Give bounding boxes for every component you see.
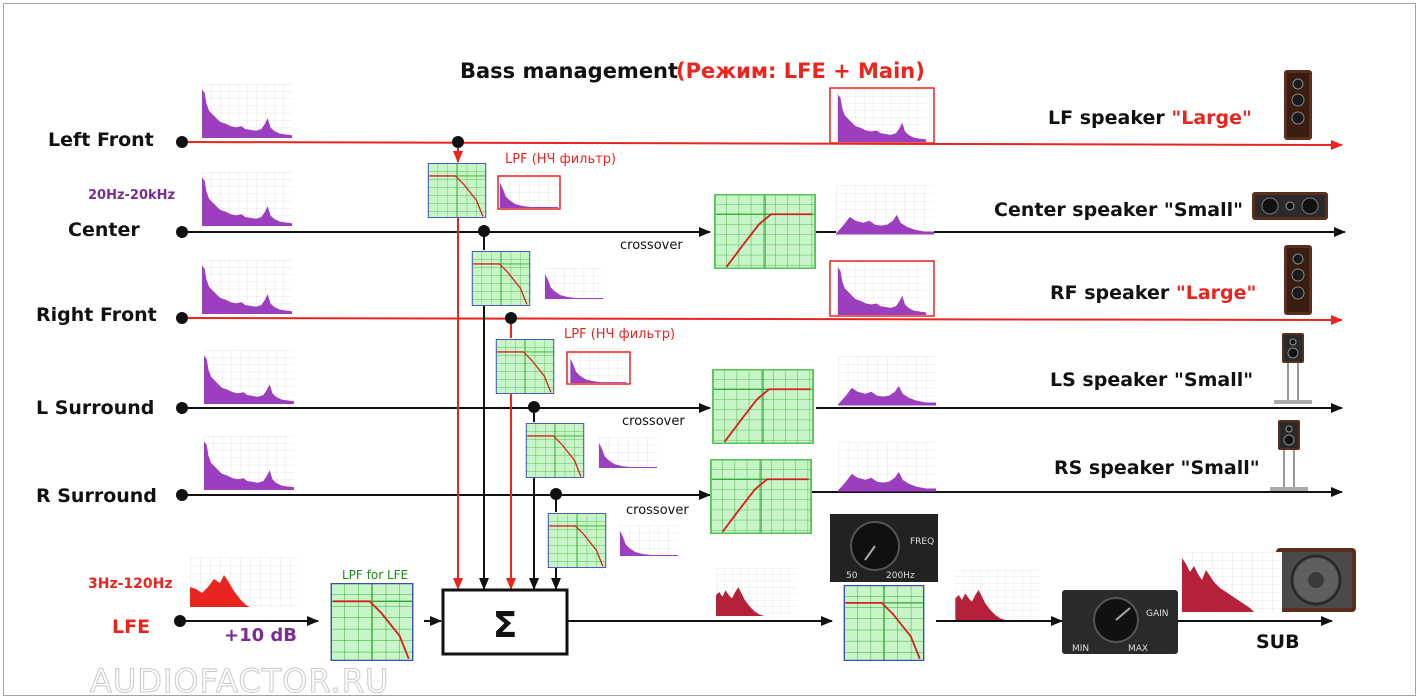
label-crossover-1: crossover [620, 238, 683, 253]
label-lfe: LFE [112, 616, 150, 638]
watermark: AUDIOFACTOR.RU [90, 662, 389, 700]
label-rf-speaker: RF speaker "Large" [1050, 282, 1256, 304]
tap-left-front [452, 136, 464, 148]
spectrum-center [202, 172, 292, 226]
spectrum-rf-out [837, 262, 927, 315]
gain-knob-icon [1062, 590, 1178, 654]
diagram-mode: (Режим: LFE + Main) [676, 59, 925, 83]
label-l-surround: L Surround [36, 397, 154, 419]
spectrum-r-surround [204, 436, 294, 490]
freq-knob-max: 200Hz [886, 571, 915, 581]
spectrum-sub-out [1182, 552, 1282, 612]
tap-center [478, 225, 490, 237]
crossover-r-surround [710, 459, 812, 534]
gain-knob-label: GAIN [1146, 609, 1169, 619]
spectrum-center-out [836, 185, 934, 235]
label-lfe-range: 3Hz-120Hz [88, 576, 173, 592]
gain-knob-min: MIN [1072, 644, 1089, 654]
spectrum-lfe [190, 557, 298, 607]
tap-right-front [505, 312, 517, 324]
spectrum-frame-rf-out [829, 260, 935, 317]
label-lf-speaker: LF speaker "Large" [1048, 107, 1252, 129]
spectrum-sum-out [716, 568, 796, 616]
node-l-surround [176, 402, 188, 414]
spectrum-l-surround [204, 350, 294, 404]
spectrum-lpf-left-front [499, 177, 559, 208]
stand-speaker-rs-icon [1270, 420, 1308, 491]
spectrum-frame-lpf-right-front [566, 351, 631, 385]
label-full-range: 20Hz-20kHz [88, 188, 175, 203]
diagram-title: Bass management [460, 59, 678, 83]
line-left-front [181, 139, 1343, 150]
tap-r-surround [550, 488, 562, 500]
label-lpf-lfe: LPF for LFE [342, 568, 408, 582]
label-sub: SUB [1256, 631, 1300, 653]
spectrum-lpf-center [544, 268, 604, 299]
spectrum-sub-filter-out [955, 570, 1039, 620]
node-lfe [174, 615, 186, 627]
lpf-left-front [427, 163, 487, 218]
spectrum-lpf-r-surround [619, 525, 679, 556]
spectrum-lpf-right-front [570, 353, 627, 383]
line-right-front [181, 314, 1343, 325]
node-center [176, 226, 188, 238]
center-speaker-icon [1252, 192, 1328, 220]
label-lfe-gain: +10 dB [224, 625, 297, 646]
lpf-lfe [329, 583, 415, 661]
label-crossover-2: crossover [622, 414, 685, 429]
lpf-l-surround [525, 423, 585, 478]
label-center: Center [68, 219, 140, 241]
lpf-right-front [495, 339, 555, 394]
label-r-surround: R Surround [36, 485, 157, 507]
label-lpf-1: LPF (НЧ фильтр) [505, 152, 616, 167]
tap-l-surround [528, 401, 540, 413]
node-right-front [176, 312, 188, 324]
label-crossover-3: crossover [626, 503, 689, 518]
stand-speaker-ls-icon [1274, 333, 1312, 404]
tower-speaker-lf-icon [1284, 70, 1312, 140]
tower-speaker-rf-icon [1284, 245, 1312, 315]
node-left-front [176, 136, 188, 148]
spectrum-ls-out [838, 356, 936, 406]
gain-knob-max: MAX [1128, 644, 1148, 654]
spectrum-left-front [202, 84, 292, 138]
lpf-r-surround [547, 513, 607, 568]
label-lpf-2: LPF (НЧ фильтр) [564, 327, 675, 342]
sum-symbol: Σ [493, 605, 518, 646]
spectrum-frame-lpf-left-front [497, 175, 561, 210]
label-ls-speaker: LS speaker "Small" [1050, 369, 1253, 391]
freq-knob-icon [830, 514, 938, 582]
lpf-center [471, 251, 531, 306]
freq-knob-min: 50 [846, 571, 858, 581]
spectrum-lpf-l-surround [598, 437, 658, 468]
label-rs-speaker: RS speaker "Small" [1054, 457, 1260, 479]
subwoofer-icon [1276, 548, 1356, 612]
node-r-surround [176, 489, 188, 501]
diagram-frame [3, 3, 1416, 696]
spectrum-rs-out [838, 442, 936, 492]
spectrum-lf-out [837, 89, 927, 142]
freq-knob-label: FREQ [910, 537, 934, 547]
crossover-center [714, 194, 816, 269]
label-center-speaker: Center speaker "Small" [994, 199, 1243, 221]
summing-node [441, 588, 569, 656]
lpf-sub [842, 585, 926, 661]
spectrum-frame-lf-out [829, 87, 935, 144]
label-left-front: Left Front [48, 129, 154, 151]
crossover-l-surround [712, 369, 814, 444]
spectrum-right-front [202, 260, 292, 314]
label-right-front: Right Front [36, 304, 157, 326]
